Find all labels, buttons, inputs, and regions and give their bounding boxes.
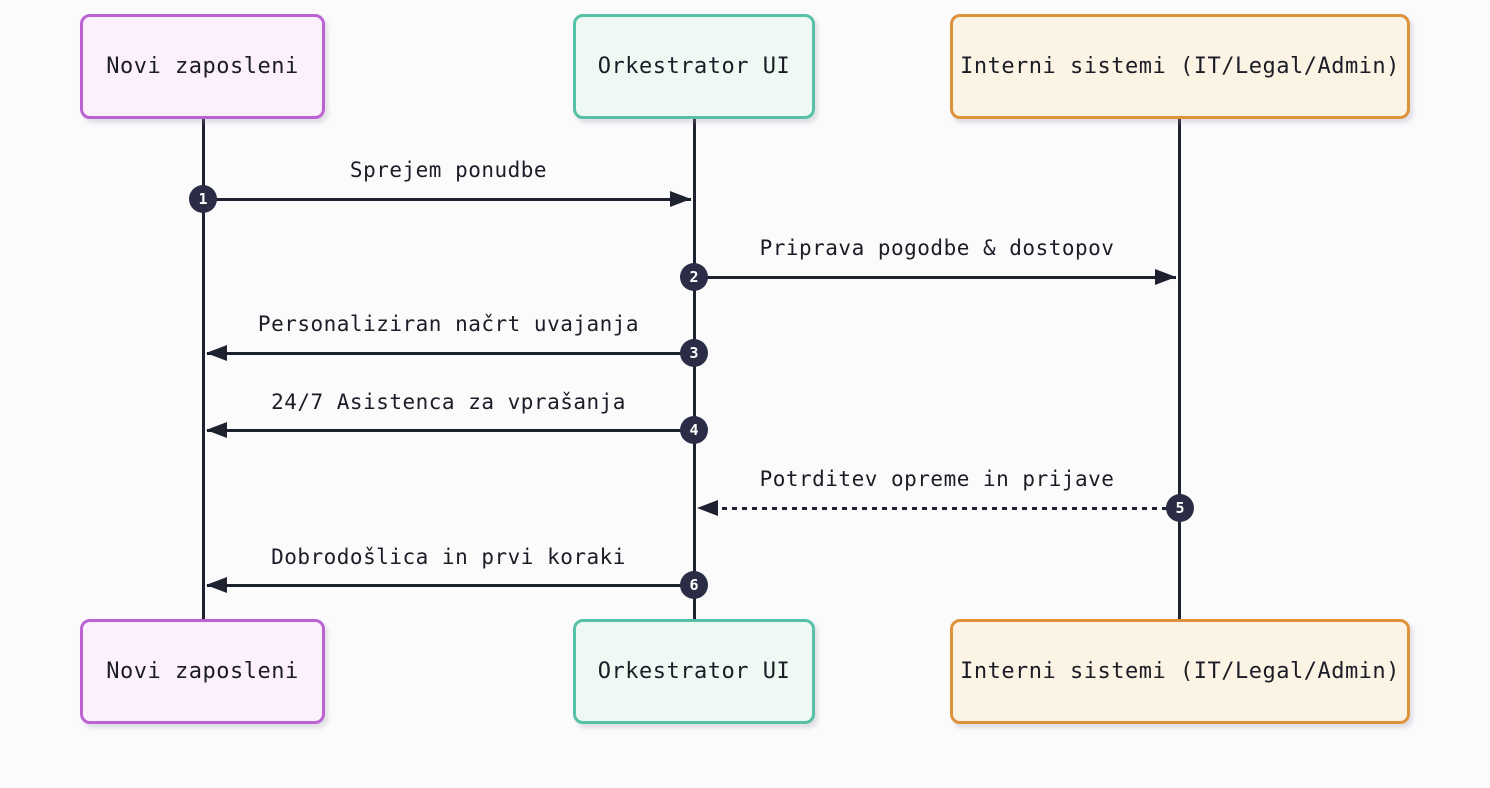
actor-label: Interni sistemi (IT/Legal/Admin) xyxy=(960,659,1400,684)
actor-label: Novi zaposleni xyxy=(106,659,299,684)
message-5-arrowhead-icon xyxy=(697,500,718,516)
message-1-label: Sprejem ponudbe xyxy=(349,158,548,182)
message-1-sequence-number: 1 xyxy=(189,185,217,213)
actor-box-novi-zaposleni-bottom: Novi zaposleni xyxy=(80,619,325,724)
lifeline-novi-zaposleni xyxy=(202,119,205,619)
message-5-label: Potrditev opreme in prijave xyxy=(759,467,1115,491)
message-3-label: Personaliziran načrt uvajanja xyxy=(257,312,640,336)
actor-label: Orkestrator UI xyxy=(597,54,791,79)
message-3-sequence-number: 3 xyxy=(680,339,708,367)
message-3-line xyxy=(207,352,694,355)
actor-label: Novi zaposleni xyxy=(106,54,299,79)
message-6-label: Dobrodošlica in prvi koraki xyxy=(271,545,626,569)
actor-box-novi-zaposleni-top: Novi zaposleni xyxy=(80,14,325,119)
message-2-arrowhead-icon xyxy=(1155,269,1176,285)
message-5-line xyxy=(712,507,1180,510)
actor-label: Orkestrator UI xyxy=(597,659,791,684)
message-2-line xyxy=(694,276,1176,279)
message-4-label: 24/7 Asistenca za vprašanja xyxy=(271,390,626,414)
message-6-arrowhead-icon xyxy=(206,577,227,593)
message-6-sequence-number: 6 xyxy=(680,571,708,599)
message-4-arrowhead-icon xyxy=(206,422,227,438)
message-4-sequence-number: 4 xyxy=(680,416,708,444)
message-1-arrowhead-icon xyxy=(670,191,691,207)
lifeline-interni-sistemi xyxy=(1178,119,1181,619)
message-5-sequence-number: 5 xyxy=(1166,494,1194,522)
message-2-sequence-number: 2 xyxy=(680,263,708,291)
actor-label: Interni sistemi (IT/Legal/Admin) xyxy=(960,54,1400,79)
message-4-line xyxy=(207,429,694,432)
message-6-line xyxy=(207,584,694,587)
lifeline-orkestrator-ui xyxy=(693,119,696,619)
message-1-line xyxy=(203,198,691,201)
actor-box-orkestrator-ui-bottom: Orkestrator UI xyxy=(573,619,815,724)
message-2-label: Priprava pogodbe & dostopov xyxy=(759,236,1115,260)
actor-box-interni-sistemi-top: Interni sistemi (IT/Legal/Admin) xyxy=(950,14,1410,119)
message-3-arrowhead-icon xyxy=(206,345,227,361)
actor-box-orkestrator-ui-top: Orkestrator UI xyxy=(573,14,815,119)
actor-box-interni-sistemi-bottom: Interni sistemi (IT/Legal/Admin) xyxy=(950,619,1410,724)
